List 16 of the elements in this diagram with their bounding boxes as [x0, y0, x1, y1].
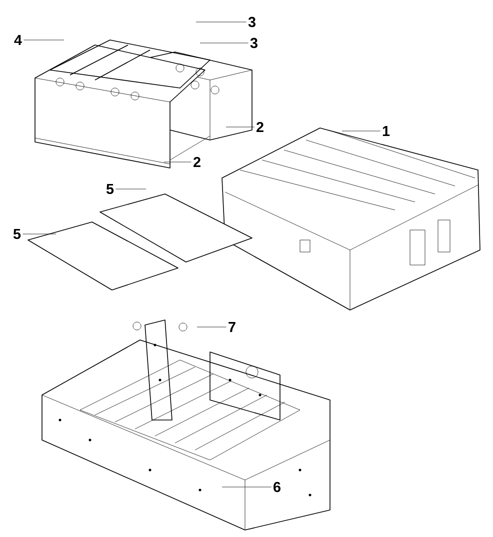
callout-number: 1 [382, 126, 390, 136]
leader-line [196, 326, 226, 328]
callout-number: 5 [13, 228, 21, 240]
callout-number: 4 [14, 35, 22, 45]
callout-number: 3 [248, 16, 256, 28]
callout-number: 5 [106, 184, 114, 194]
callout-number: 3 [250, 38, 258, 48]
leader-line [226, 126, 254, 128]
callout-number: 2 [256, 122, 264, 132]
leader-line [222, 486, 272, 488]
callout-number: 2 [194, 156, 200, 168]
callout-number: 7 [228, 322, 236, 332]
leader-line [342, 130, 380, 132]
leader-line [116, 188, 146, 190]
callout-number: 6 [274, 482, 280, 492]
leader-line [200, 42, 248, 44]
